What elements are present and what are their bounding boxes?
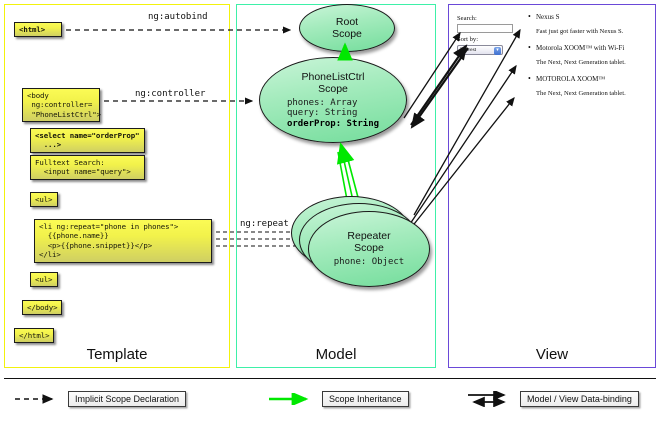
sort-by-selected-value: Newest bbox=[460, 47, 477, 53]
phonelistctrl-props-plain: phones: Array query: String bbox=[286, 97, 358, 119]
repeater-scope-ellipse: Repeater Scope phone: Object bbox=[308, 211, 430, 287]
code-box-fulltext-search: Fulltext Search: <input name="query"> bbox=[30, 155, 145, 180]
repeater-scope-title: Repeater Scope bbox=[347, 230, 390, 254]
connector-label-autobind: ng:autobind bbox=[148, 12, 208, 22]
search-input[interactable] bbox=[457, 24, 513, 33]
sort-by-select[interactable]: Newest ▾ bbox=[457, 45, 503, 55]
repeater-title-line2: Scope bbox=[354, 242, 384, 255]
code-box-ul-open: <ul> bbox=[30, 192, 58, 208]
code-box-ul-close: <ul> bbox=[30, 272, 58, 288]
panel-view: View Search: Sort by: Newest ▾ Nexus S F… bbox=[448, 4, 656, 368]
phone-snippet: The Next, Next Generation tablet. bbox=[536, 90, 626, 97]
code-box-li-ng-repeat: <li ng:repeat="phone in phones"> {{phone… bbox=[34, 219, 212, 263]
panel-view-label: View bbox=[535, 346, 569, 363]
root-scope-title-line2: Scope bbox=[332, 28, 362, 40]
code-box-html-close: </html> bbox=[14, 328, 54, 344]
legend-divider bbox=[4, 378, 656, 379]
code-box-body-close: </body> bbox=[22, 300, 62, 316]
panel-model-label: Model bbox=[315, 346, 357, 363]
panel-model: Model bbox=[236, 4, 436, 368]
phone-name: Nexus S bbox=[527, 12, 653, 22]
legend-implicit-scope-declaration: Implicit Scope Declaration bbox=[14, 390, 187, 408]
phonelistctrl-scope-ellipse: PhoneListCtrl Scope phones: Array query:… bbox=[259, 57, 407, 143]
phonelistctrl-props-bold: orderProp: String bbox=[286, 118, 380, 129]
list-item[interactable]: MOTOROLA XOOM™ The Next, Next Generation… bbox=[527, 74, 653, 98]
phone-snippet: Fast just got faster with Nexus S. bbox=[536, 28, 624, 35]
legend-label-inheritance: Scope Inheritance bbox=[322, 391, 409, 407]
phonelistctrl-title-line2: Scope bbox=[318, 82, 348, 95]
phone-list: Nexus S Fast just got faster with Nexus … bbox=[527, 12, 653, 106]
dashed-arrow-icon bbox=[15, 394, 54, 404]
double-arrow-icon bbox=[468, 391, 506, 407]
repeater-scope-props: phone: Object bbox=[333, 257, 405, 268]
legend-label-implicit: Implicit Scope Declaration bbox=[68, 391, 187, 407]
legend-scope-inheritance: Scope Inheritance bbox=[268, 390, 409, 408]
list-item[interactable]: Motorola XOOM™ with Wi-Fi The Next, Next… bbox=[527, 43, 653, 67]
root-scope-ellipse: Root Scope bbox=[299, 4, 395, 52]
root-scope-title: Root Scope bbox=[332, 16, 362, 40]
view-search-form: Search: Sort by: Newest ▾ bbox=[457, 15, 519, 55]
search-label: Search: bbox=[457, 15, 477, 22]
phonelistctrl-scope-props: phones: Array query: String orderProp: S… bbox=[287, 98, 379, 130]
connector-label-repeat: ng:repeat bbox=[240, 219, 289, 229]
green-arrow-icon bbox=[269, 393, 309, 405]
sort-by-label: Sort by: bbox=[457, 36, 479, 43]
legend-label-databinding: Model / View Data-binding bbox=[520, 391, 639, 407]
code-box-body-controller: <body ng:controller= "PhoneListCtrl"> bbox=[22, 88, 101, 123]
code-box-html-open: <html> bbox=[14, 22, 62, 38]
phonelistctrl-scope-title: PhoneListCtrl Scope bbox=[301, 71, 364, 95]
phone-snippet: The Next, Next Generation tablet. bbox=[536, 59, 626, 66]
code-box-select-orderprop: <select name="orderProp" ...> bbox=[30, 128, 145, 153]
chevron-down-icon: ▾ bbox=[494, 47, 501, 55]
connector-label-controller: ng:controller bbox=[135, 89, 206, 99]
phone-name: MOTOROLA XOOM™ bbox=[527, 74, 653, 84]
phonelistctrl-title-line1: PhoneListCtrl bbox=[301, 70, 365, 83]
list-item[interactable]: Nexus S Fast just got faster with Nexus … bbox=[527, 12, 653, 36]
legend-model-view-binding: Model / View Data-binding bbox=[466, 390, 639, 408]
repeater-title-line1: Repeater bbox=[347, 230, 391, 243]
root-scope-title-line1: Root bbox=[335, 16, 359, 28]
phone-name: Motorola XOOM™ with Wi-Fi bbox=[527, 43, 653, 53]
panel-template-label: Template bbox=[86, 346, 148, 363]
